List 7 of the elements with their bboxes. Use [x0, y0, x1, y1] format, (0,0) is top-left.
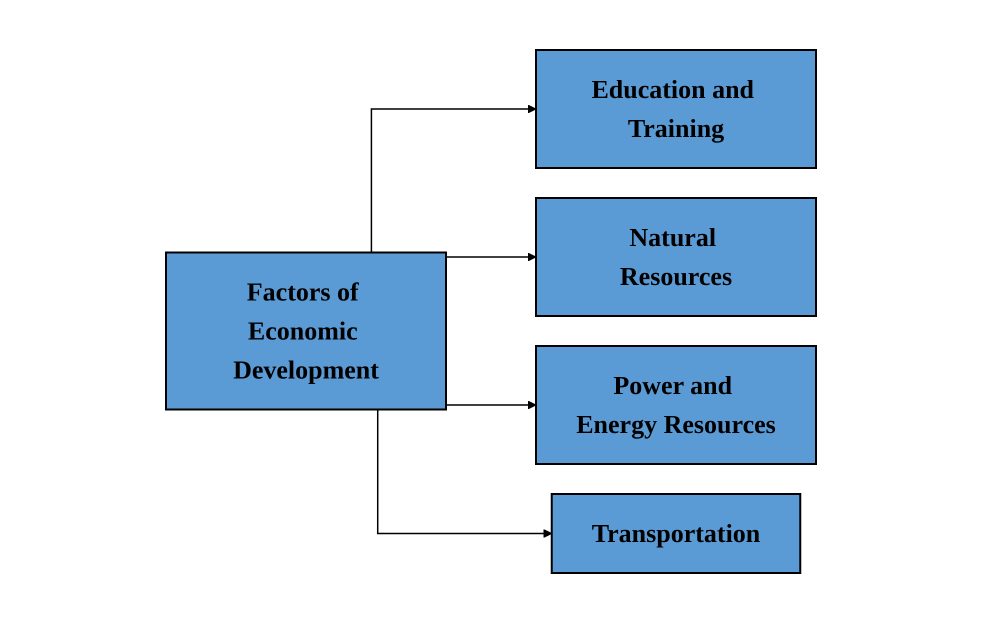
arrow [376, 410, 552, 538]
node-box: Power and Energy Resources [535, 345, 817, 465]
node-box: Transportation [550, 493, 802, 574]
arrow [370, 104, 536, 252]
node-box: Education and Training [535, 49, 817, 169]
node-box: Factors of Economic Development [165, 252, 447, 410]
node-box: Natural Resources [535, 197, 817, 317]
